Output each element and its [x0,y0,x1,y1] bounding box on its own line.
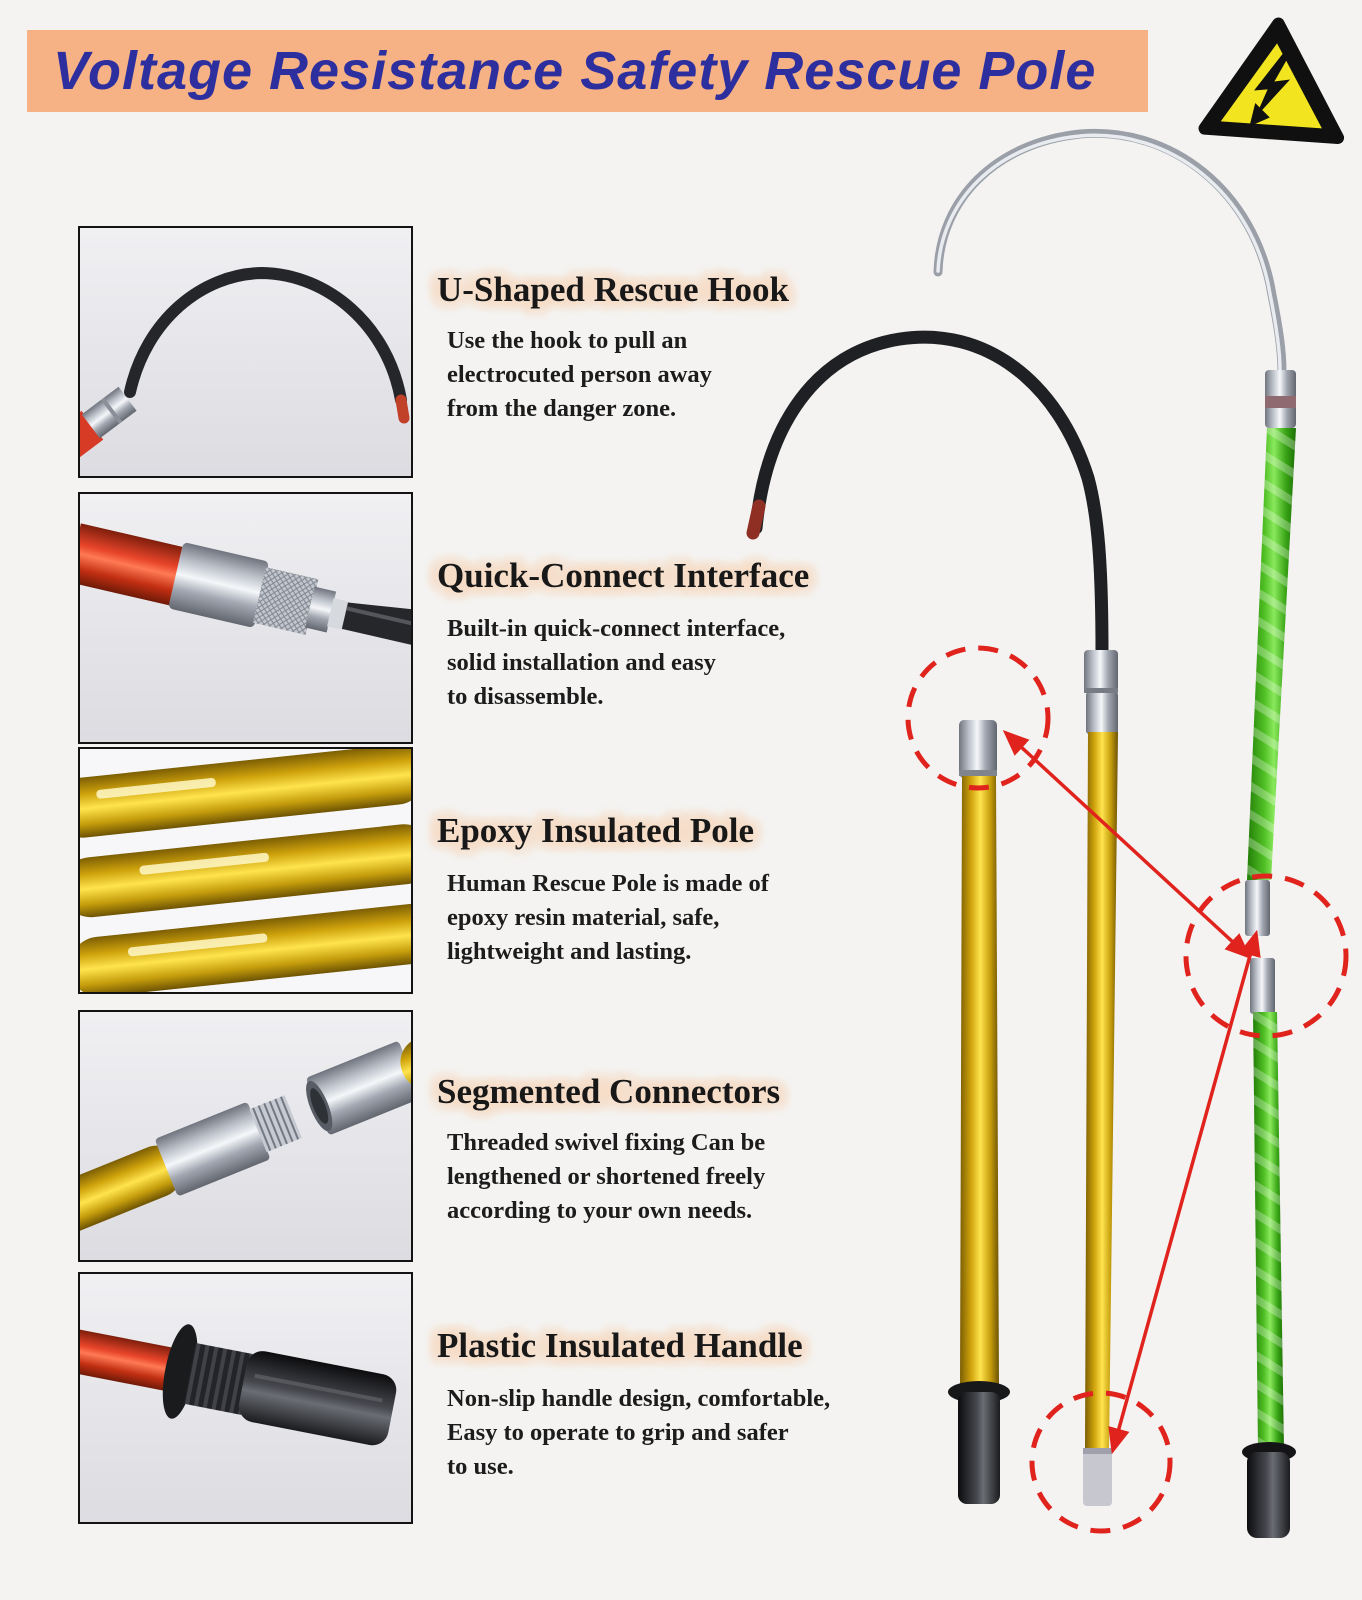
feature-heading: Segmented Connectors [437,1072,781,1111]
yellow-pole-segment-with-handle [948,720,1010,1504]
lightning-bolt [1254,51,1291,118]
green-rescue-pole-with-silver-hook [933,128,1296,1538]
quick-connect-photo-illustration [80,494,411,742]
u-hook-photo-illustration [80,228,411,476]
feature-plastic-insulated-handle: Plastic Insulated Handle Non-slip handle… [437,1326,867,1484]
yellow-poles-photo-illustration [80,749,411,992]
feature-description: Non-slip handle design, comfortable, Eas… [447,1385,831,1480]
high-voltage-warning-icon [1198,17,1345,145]
circle-pole-socket [1029,1390,1173,1534]
photo-quick-connect-interface [78,492,413,744]
feature-heading: U-Shaped Rescue Hook [437,270,789,309]
feature-quick-connect-interface: Quick-Connect Interface Built-in quick-c… [437,556,867,714]
circle-segment-tip [905,645,1051,791]
feature-heading: Plastic Insulated Handle [437,1326,803,1365]
connection-arrows [1002,730,1261,1455]
feature-epoxy-insulated-pole: Epoxy Insulated Pole Human Rescue Pole i… [437,811,867,969]
feature-heading: Epoxy Insulated Pole [437,811,754,850]
title-banner: Voltage Resistance Safety Rescue Pole [27,30,1148,112]
page-title: Voltage Resistance Safety Rescue Pole [53,41,1097,101]
segment-connector-photo-illustration [80,1012,411,1260]
photo-segmented-connectors [78,1010,413,1262]
feature-description: Use the hook to pull an electrocuted per… [447,327,712,422]
feature-description: Human Rescue Pole is made of epoxy resin… [447,870,769,965]
feature-segmented-connectors: Segmented Connectors Threaded swivel fix… [437,1072,867,1228]
feature-description: Threaded swivel fixing Can be lengthened… [447,1129,766,1224]
photo-epoxy-insulated-poles [78,747,413,994]
photo-plastic-insulated-handle [78,1272,413,1524]
feature-heading: Quick-Connect Interface [437,556,810,595]
feature-u-shaped-rescue-hook: U-Shaped Rescue Hook Use the hook to pul… [437,270,867,426]
photo-u-shaped-rescue-hook [78,226,413,478]
yellow-rescue-pole-with-black-hook [746,330,1118,1506]
handle-photo-illustration [80,1274,411,1522]
feature-description: Built-in quick-connect interface, solid … [447,615,786,710]
